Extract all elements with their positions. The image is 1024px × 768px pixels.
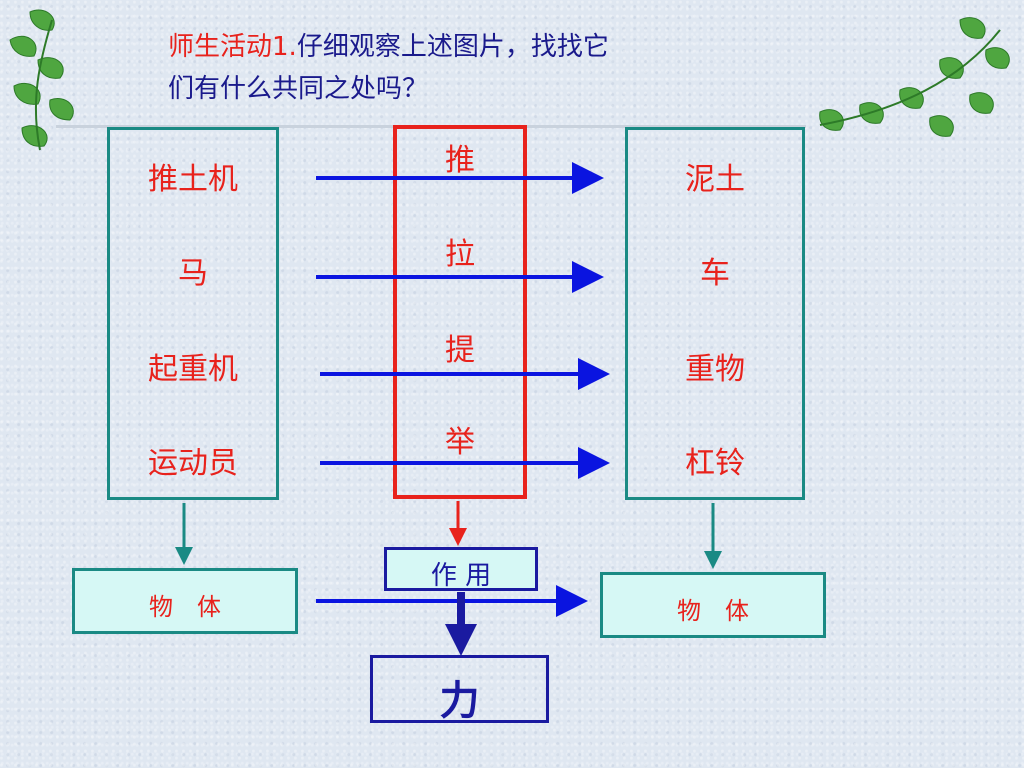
title-line2: 们有什么共同之处吗？ [168, 74, 429, 104]
agent-label: 马 [178, 256, 208, 291]
action-label: 提 [445, 333, 475, 368]
action-label: 拉 [445, 237, 475, 272]
actions-box: 推 拉 提 举 [393, 125, 527, 499]
interaction-box: 作 用 [384, 547, 538, 591]
action-label: 推 [445, 143, 475, 178]
agent-label: 推土机 [148, 162, 238, 197]
agent-label: 起重机 [148, 352, 238, 387]
interaction-label: 作 用 [430, 561, 492, 591]
action-label: 举 [445, 425, 475, 460]
force-box: 力 [370, 655, 549, 724]
objects-box: 泥土 车 重物 杠铃 [625, 127, 805, 500]
object-label: 杠铃 [685, 446, 745, 481]
object-label: 泥土 [685, 162, 745, 197]
object-label: 重物 [685, 352, 745, 387]
title-lead: 师生活动1. [168, 32, 297, 62]
object-box-right-label: 物 体 [677, 597, 749, 625]
object-box-left: 物 体 [72, 568, 298, 634]
agents-box: 推土机 马 起重机 运动员 [107, 127, 279, 500]
leaf-decoration-left [9, 9, 74, 151]
force-label: 力 [439, 678, 480, 724]
object-label: 车 [700, 256, 730, 291]
object-box-right: 物 体 [600, 572, 826, 638]
slide-title: 师生活动1.仔细观察上述图片，找找它 们有什么共同之处吗？ [168, 26, 768, 110]
object-box-left-label: 物 体 [149, 593, 221, 621]
agent-label: 运动员 [148, 446, 238, 481]
title-line1: 仔细观察上述图片，找找它 [296, 32, 609, 62]
leaf-decoration-right [819, 17, 1010, 137]
